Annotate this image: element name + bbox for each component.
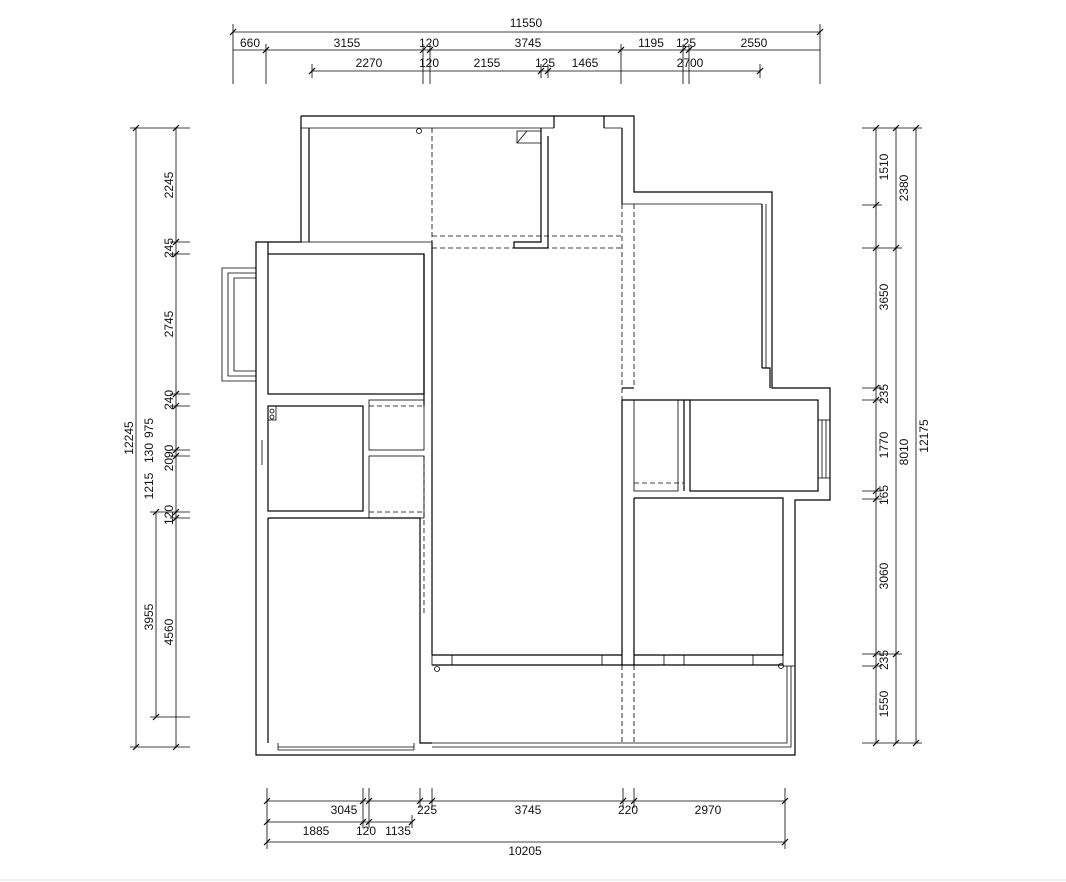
dim-bottom-overall: 10205 [508,844,542,858]
dim-right-mid: 8010 [897,438,911,465]
bottom-dimensions: 3045 225 3745 220 2970 1885 120 1135 102… [263,788,789,858]
top-dimensions: 11550 660 3155 120 3745 1195 125 2550 22… [229,16,824,84]
dim-top-row2: 125 [535,56,555,70]
dim-left-mid: 2245 [162,171,176,198]
dim-top-overall: 11550 [510,16,543,30]
dim-bottom-row2: 1885 [303,824,330,838]
dim-bottom-row1: 225 [417,803,437,817]
dim-left-mid: 245 [162,238,176,258]
room-lower-left-bedroom [268,517,432,744]
bay-window-left [221,267,256,382]
dim-right-inner: 1770 [877,431,891,458]
dim-right-inner: 1510 [877,153,891,180]
room-left-bedroom [267,253,425,395]
dim-top-row1: 125 [676,36,696,50]
dim-left-mid: 2090 [162,444,176,471]
dim-bottom-row1: 3745 [515,803,542,817]
dim-right-inner: 3650 [877,283,891,310]
dim-right-inner: 165 [877,485,891,505]
floor-plan [221,115,831,756]
dim-bottom-row2: 120 [356,824,376,838]
dim-top-row1: 3745 [515,36,542,50]
right-dimensions: 12175 2380 8010 1510 3650 235 1770 165 3… [862,124,931,747]
outer-wall [255,115,831,756]
dim-top-row2: 2155 [474,56,501,70]
dim-bottom-row2: 1135 [385,824,411,838]
dim-right-inner: 235 [877,650,891,670]
sink-fixture [267,405,277,421]
dim-top-row1: 660 [240,36,260,50]
room-right-bedroom [689,399,819,492]
dim-left-outer: 12245 [122,421,136,455]
dim-left-inner: 3955 [142,603,156,630]
dim-top-row1: 1195 [638,36,664,50]
dim-right-inner: 3060 [877,562,891,589]
dim-top-row2: 120 [419,56,439,70]
dim-left-mid: 120 [162,505,176,525]
dim-left-mid: 240 [162,390,176,410]
dim-right-inner: 1550 [877,690,891,717]
left-dimensions: 12245 1215 3955 2245 245 2745 240 975 13… [122,124,190,751]
dim-left-inner: 1215 [142,472,156,499]
kitchen-fixture [516,130,542,144]
dim-left-mid: 975 [142,418,156,438]
room-bathroom [267,405,364,512]
dim-left-mid: 2745 [162,310,176,337]
dim-top-row2: 1465 [572,56,599,70]
dim-bottom-row1: 2970 [695,803,722,817]
dim-right-mid: 2380 [897,174,911,201]
dim-bottom-row1: 3045 [331,803,358,817]
dim-top-row1: 120 [419,36,439,50]
room-kitchen [513,128,549,249]
dim-top-row2: 2270 [356,56,383,70]
dim-top-row1: 2550 [741,36,768,50]
dim-left-mid: 130 [142,443,156,463]
room-lower-right-bedroom [634,497,784,656]
dim-right-inner: 235 [877,384,891,404]
dim-left-mid: 4560 [162,618,176,645]
dim-bottom-row1: 220 [618,803,638,817]
dim-right-outer: 12175 [917,419,931,453]
dim-top-row2: 2700 [677,56,704,70]
dim-top-row1: 3155 [334,36,361,50]
